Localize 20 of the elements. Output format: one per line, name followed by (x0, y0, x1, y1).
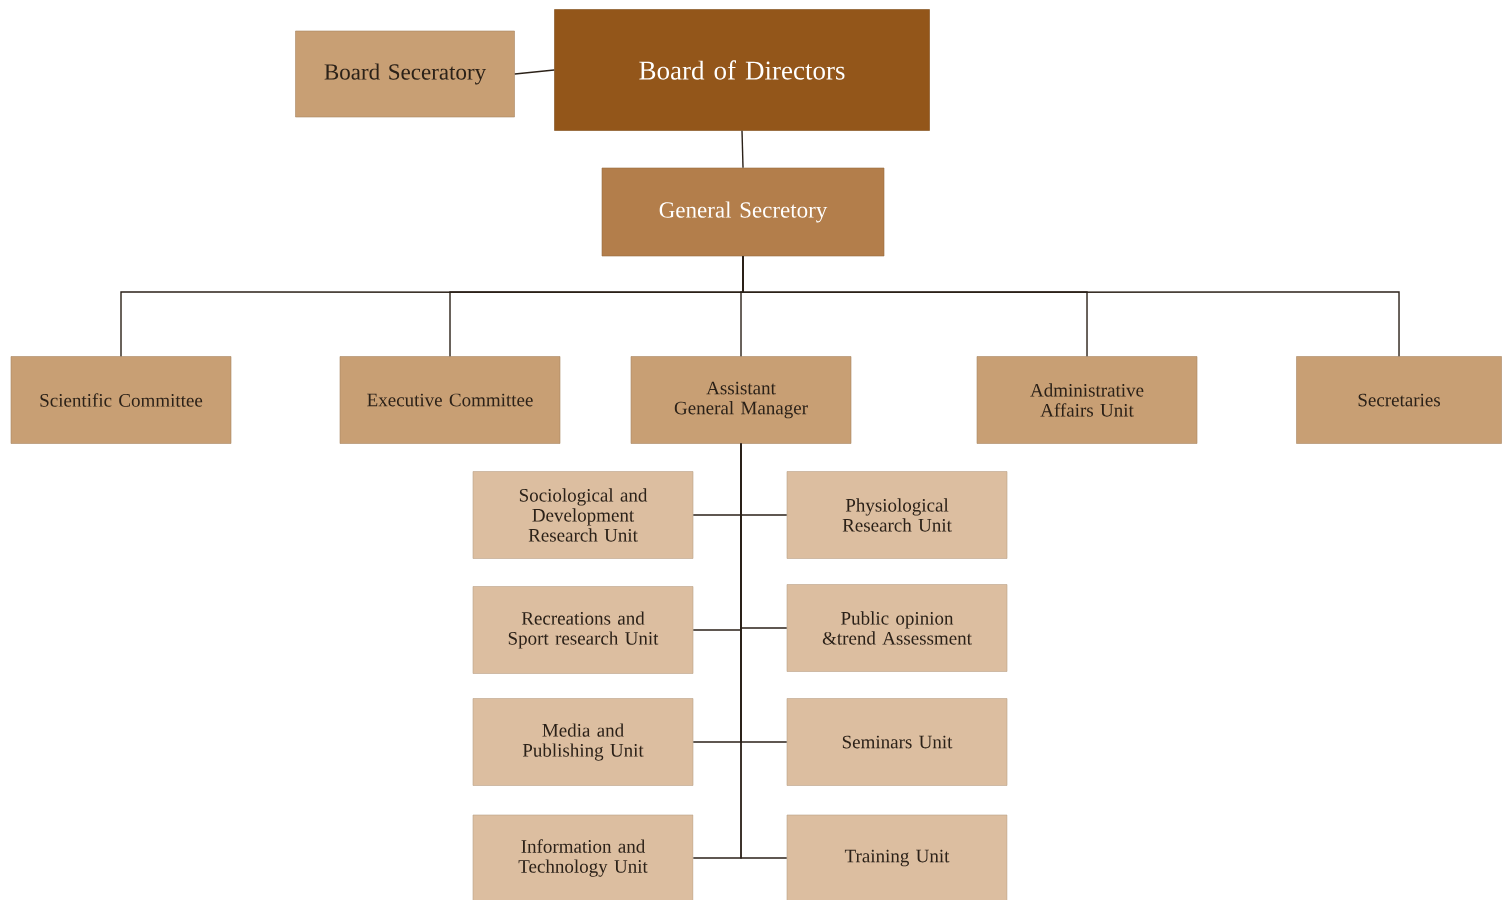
connector-line (741, 130, 744, 169)
unit-box: Training Unit (786, 814, 1008, 900)
connector-line (740, 443, 788, 859)
secretary-box: General Secretory (601, 167, 885, 257)
unit-box: Media and Publishing Unit (472, 698, 694, 786)
unit-box: Sociological and Development Research Unit (472, 471, 694, 559)
connector-line (742, 255, 1400, 357)
unit-box: Public opinion &trend Assessment (786, 584, 1008, 672)
secretary-box: Board Seceratory (295, 30, 515, 118)
committee-box: Executive Committee (339, 356, 561, 444)
unit-box: Seminars Unit (786, 698, 1008, 786)
unit-box: Physiological Research Unit (786, 471, 1008, 559)
unit-box: Administrative Affairs Unit (976, 356, 1198, 444)
committee-box: Scientific Committee (10, 356, 232, 444)
unit-box: Information and Technology Unit (472, 814, 694, 900)
department-box: Secretaries (1296, 356, 1502, 444)
board-box: Board of Directors (554, 9, 930, 131)
manager-box: Assistant General Manager (630, 356, 852, 444)
unit-box: Recreations and Sport research Unit (472, 586, 694, 674)
connector-line (514, 69, 555, 75)
